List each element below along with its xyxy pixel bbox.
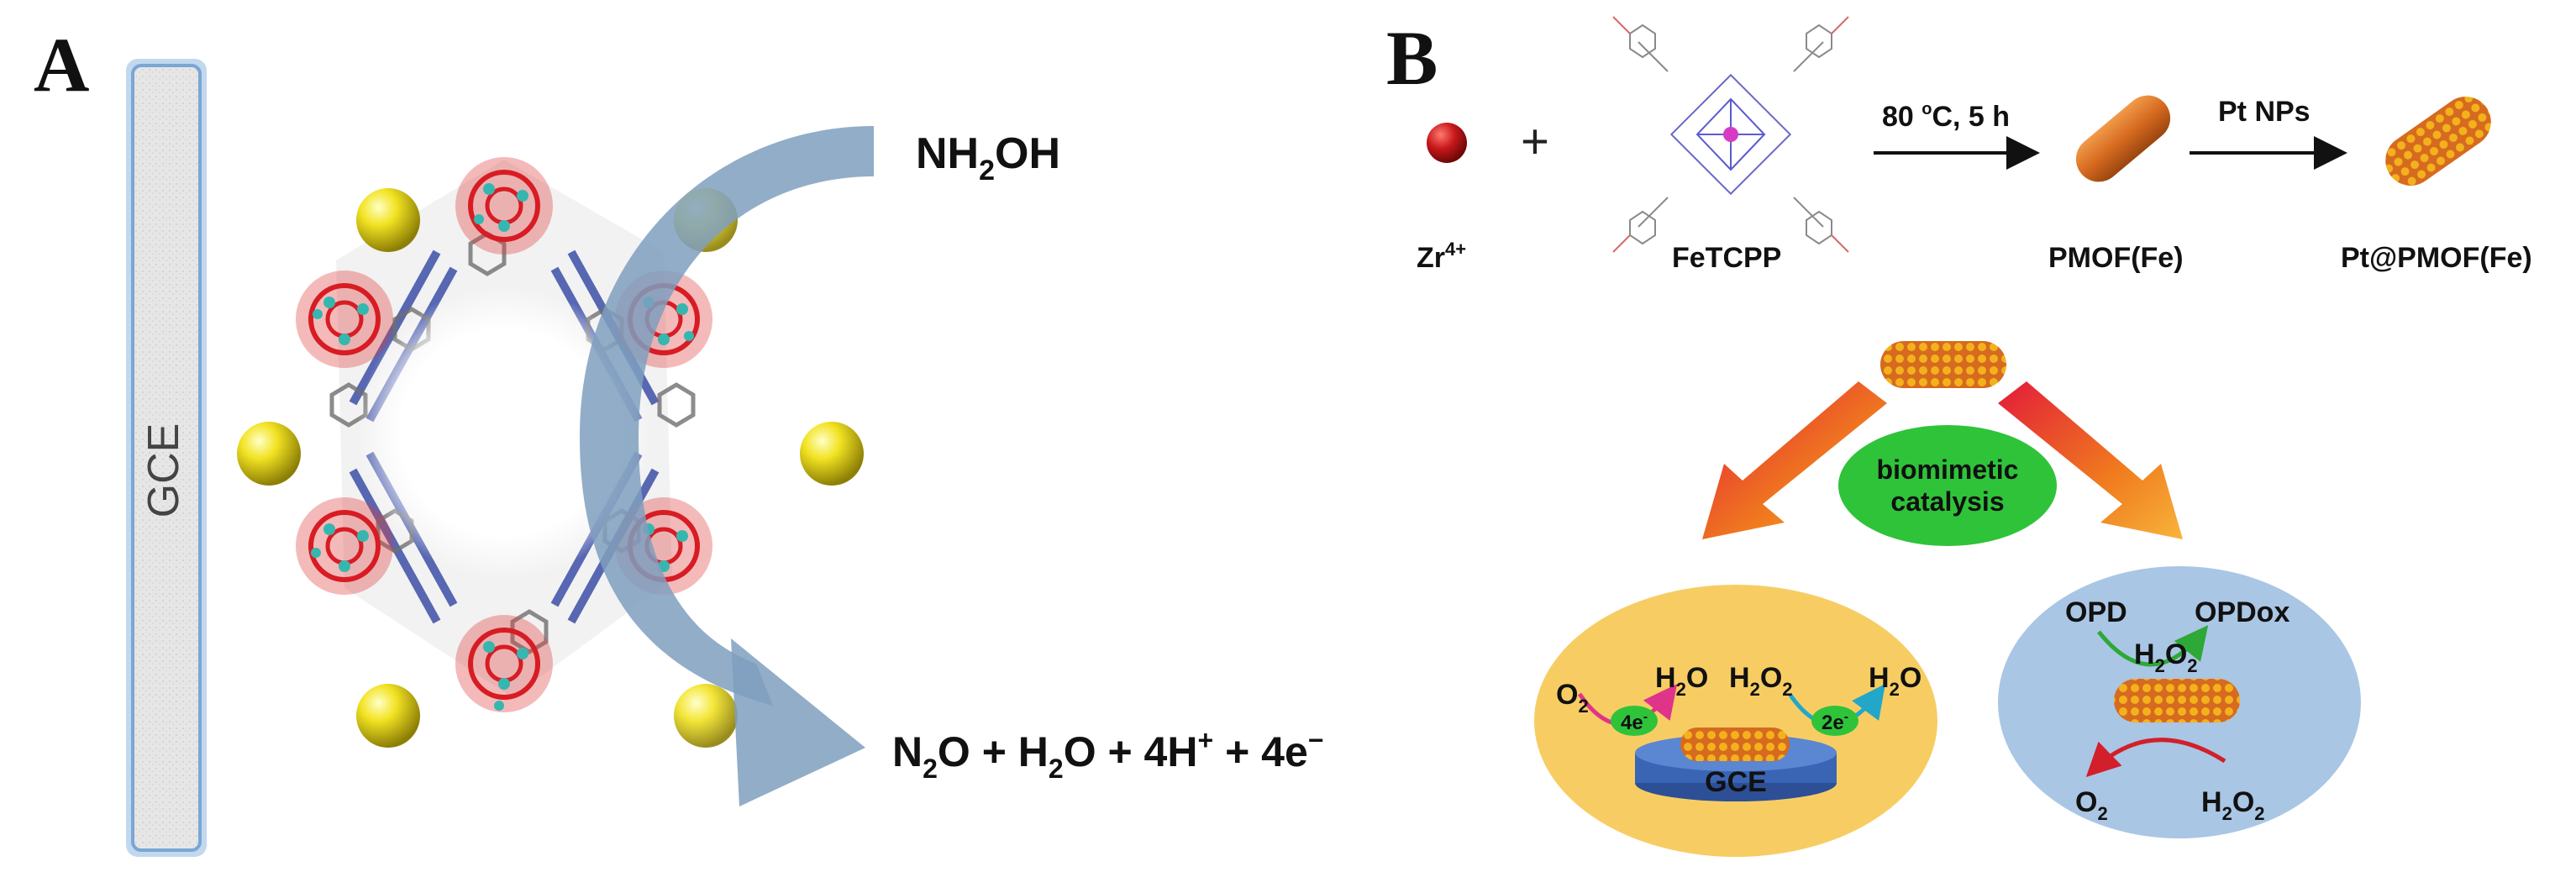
peroxide-label-bottom: H2O2 — [2201, 786, 2265, 824]
reactant-label: NH2OH — [916, 129, 1060, 186]
left-branch-arrow — [1702, 381, 1887, 539]
zr-ion-icon — [1427, 123, 1467, 163]
panel-b-letter: B — [1386, 15, 1438, 101]
panel-b: B Zr4+ + FeTCPP 80 oC — [1386, 15, 2532, 857]
opd-label: OPD — [2065, 596, 2127, 628]
catalysis-label: catalysis — [1890, 486, 2004, 517]
fetcpp-molecule-icon — [1612, 16, 1849, 253]
two-electron-label: 2e- — [1822, 710, 1848, 734]
pt-nanoparticles — [237, 188, 864, 748]
right-branch-arrow — [1998, 381, 2183, 539]
gce-label: GCE — [139, 423, 188, 518]
pt-pmof-rod-icon — [2385, 97, 2491, 186]
biomimetic-label: biomimetic — [1877, 454, 2019, 485]
oxygen-label-left: O2 — [1556, 679, 1589, 717]
catalyst-rod-icon — [1880, 341, 2006, 388]
pmof-label: PMOF(Fe) — [2048, 242, 2184, 274]
peroxidase-panel: OPD OPDox H2O2 O2 H2O2 — [1998, 566, 2361, 838]
pt-loading-label: Pt NPs — [2218, 96, 2311, 128]
gce-disk-label: GCE — [1705, 766, 1767, 798]
peroxide-label-left: H2O2 — [1729, 662, 1793, 700]
peroxide-label-top: H2O2 — [2134, 638, 2198, 676]
four-electron-label: 4e- — [1621, 710, 1648, 734]
water-label-left: H2O — [1655, 662, 1708, 700]
plus-sign: + — [1521, 114, 1549, 169]
zr-label: Zr4+ — [1417, 239, 1466, 274]
reaction-arrow — [580, 126, 874, 806]
pmof-rod-icon — [2075, 95, 2171, 182]
panel-a-letter: A — [34, 22, 89, 108]
synthesis-condition: 80 oC, 5 h — [1882, 100, 2010, 133]
product-label: N2O + H2O + 4H+ + 4e− — [892, 725, 1323, 784]
water-product-label: H2O — [1869, 662, 1921, 700]
biomimetic-oval — [1838, 425, 2057, 546]
pore-channel — [357, 286, 651, 580]
fetcpp-label: FeTCPP — [1672, 242, 1781, 274]
panel-a: A GCE — [34, 22, 1323, 857]
opdox-label: OPDox — [2195, 596, 2289, 628]
electrocatalysis-panel: GCE 4e- 2e- O2 H2O H2O2 H2O — [1534, 585, 1937, 857]
gce-electrode: GCE — [126, 59, 207, 857]
pt-pmof-label: Pt@PMOF(Fe) — [2341, 242, 2532, 274]
oxygen-label-right: O2 — [2075, 786, 2108, 824]
